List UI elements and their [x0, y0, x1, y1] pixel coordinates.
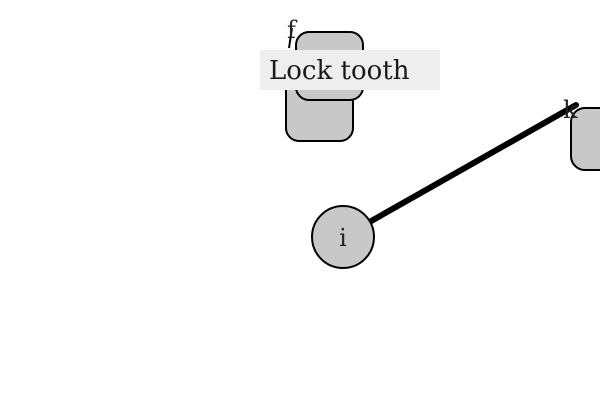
- node-f-stroke-mark: [288, 27, 293, 49]
- node-k[interactable]: k: [563, 96, 600, 171]
- node-f-label: f: [287, 16, 298, 44]
- node-i-label: i: [339, 224, 347, 252]
- tooltip-text: Lock tooth: [269, 56, 410, 86]
- tooltip: Lock tooth: [260, 50, 440, 90]
- node-i[interactable]: i: [311, 205, 375, 269]
- edge-i-k: [340, 102, 579, 240]
- node-i-shape: [311, 205, 375, 269]
- node-k-shape: [570, 107, 600, 171]
- tooltip-background: [260, 50, 440, 90]
- node-k-label: k: [563, 96, 578, 124]
